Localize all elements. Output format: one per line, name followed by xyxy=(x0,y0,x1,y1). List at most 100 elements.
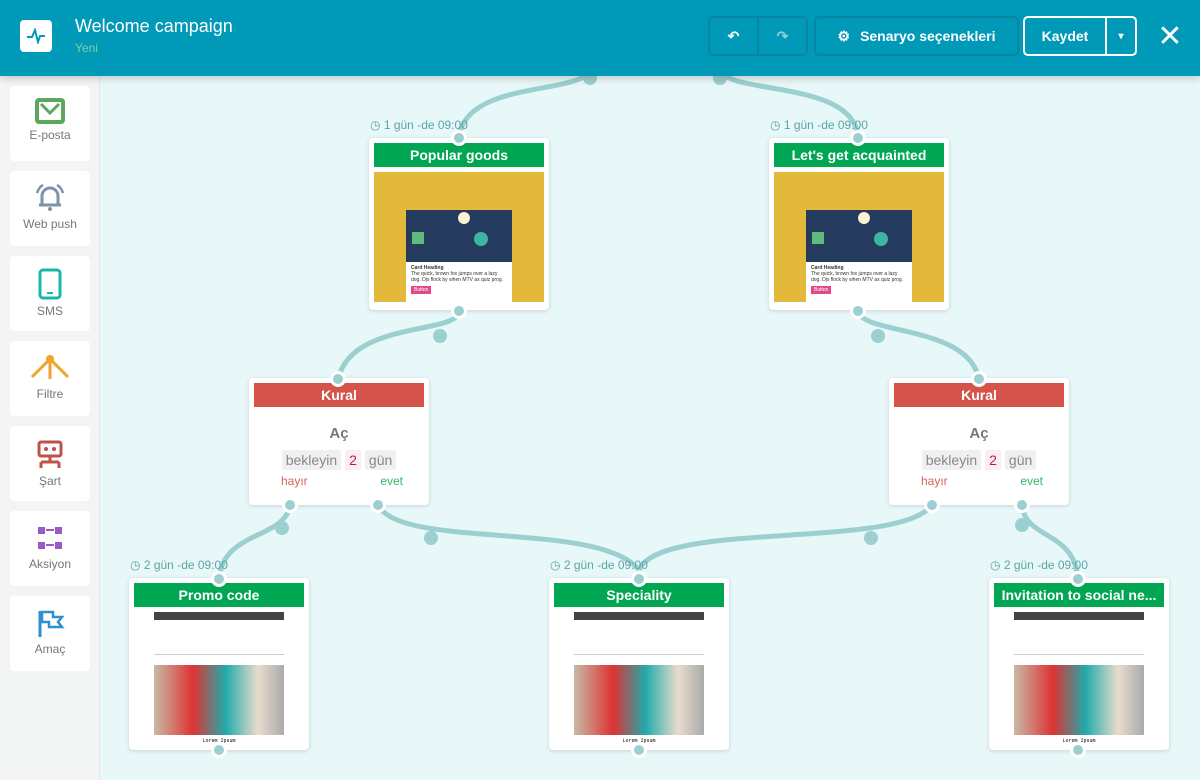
save-label: Kaydet xyxy=(1041,28,1089,44)
node-title: Let's get acquainted xyxy=(774,143,944,167)
input-port[interactable] xyxy=(631,571,647,587)
save-button[interactable]: Kaydet xyxy=(1023,16,1107,56)
card-heading: Card Heading xyxy=(811,265,844,271)
wait-days[interactable]: 2 xyxy=(985,450,1001,470)
email-preview: Lorem Ipsum xyxy=(154,612,284,747)
sidebar-item-label: Web push xyxy=(23,217,77,231)
pulse-logo-icon xyxy=(20,20,52,52)
redo-button[interactable]: ↷ xyxy=(757,16,808,56)
bell-icon xyxy=(35,183,65,211)
sidebar-item-email[interactable]: E-posta xyxy=(10,86,90,161)
schedule-text: 1 gün -de 09:00 xyxy=(383,118,468,132)
input-port[interactable] xyxy=(850,130,866,146)
schedule-label: ◷ 1 gün -de 09:00 xyxy=(770,118,868,132)
output-port[interactable] xyxy=(850,303,866,319)
branch-yes-label: evet xyxy=(380,474,403,488)
clock-icon: ◷ xyxy=(770,118,781,132)
wait-label: bekleyin xyxy=(281,450,342,470)
input-port[interactable] xyxy=(971,371,987,387)
wait-unit: gün xyxy=(364,450,397,470)
input-port[interactable] xyxy=(330,371,346,387)
output-port-yes[interactable] xyxy=(1014,497,1030,513)
sidebar-item-label: SMS xyxy=(36,304,63,318)
output-port-yes[interactable] xyxy=(370,497,386,513)
fashion-photo xyxy=(154,665,284,735)
undo-button[interactable]: ↶ xyxy=(708,16,759,56)
schedule-text: 2 gün -de 09:00 xyxy=(143,558,228,572)
email-footer-text: Lorem Ipsum xyxy=(202,738,236,744)
node-title: Speciality xyxy=(554,583,724,607)
email-preview: Lorem Ipsum xyxy=(574,612,704,747)
card-button: Button xyxy=(411,286,432,294)
sidebar-item-goal[interactable]: Amaç xyxy=(10,596,90,671)
top-bar: Welcome campaign Yeni ↶ ↷ ⚙Senaryo seçen… xyxy=(0,0,1200,76)
schedule-text: 2 gün -de 09:00 xyxy=(563,558,648,572)
email-node-promo-code[interactable]: Promo code Lorem Ipsum xyxy=(129,578,309,750)
card-illustration xyxy=(806,210,912,262)
output-port-no[interactable] xyxy=(282,497,298,513)
schedule-text: 2 gün -de 09:00 xyxy=(1003,558,1088,572)
schedule-label: ◷ 2 gün -de 09:00 xyxy=(550,558,648,572)
output-port-no[interactable] xyxy=(924,497,940,513)
input-port[interactable] xyxy=(1070,571,1086,587)
gear-icon: ⚙ xyxy=(837,27,851,44)
input-port[interactable] xyxy=(451,130,467,146)
chevron-down-icon: ▾ xyxy=(1118,30,1124,42)
filter-branch-icon xyxy=(30,355,70,379)
output-port[interactable] xyxy=(1070,742,1086,758)
action-arrows-icon xyxy=(38,527,62,549)
node-title: Popular goods xyxy=(374,143,544,167)
wait-days[interactable]: 2 xyxy=(345,450,361,470)
branch-no-label: hayır xyxy=(921,474,948,488)
sidebar-item-web-push[interactable]: Web push xyxy=(10,171,90,246)
node-title: Invitation to social ne... xyxy=(994,583,1164,607)
email-footer-text: Lorem Ipsum xyxy=(1062,738,1096,744)
email-preview: Lorem Ipsum xyxy=(1014,612,1144,747)
card-heading: Card Heading xyxy=(411,265,444,271)
wait-unit: gün xyxy=(1004,450,1037,470)
schedule-label: ◷ 2 gün -de 09:00 xyxy=(130,558,228,572)
toolbox-sidebar: E-posta Web push SMS Filtre Şart Aksiyon… xyxy=(0,76,100,780)
email-node-popular-goods[interactable]: Popular goods Card Heading The quick, br… xyxy=(369,138,549,310)
sidebar-item-action[interactable]: Aksiyon xyxy=(10,511,90,586)
sidebar-item-label: E-posta xyxy=(29,128,71,142)
output-port[interactable] xyxy=(451,303,467,319)
schedule-label: ◷ 2 gün -de 09:00 xyxy=(990,558,1088,572)
wait-label: bekleyin xyxy=(921,450,982,470)
clock-icon: ◷ xyxy=(370,118,381,132)
save-dropdown-button[interactable]: ▾ xyxy=(1105,16,1137,56)
clock-icon: ◷ xyxy=(550,558,561,572)
undo-icon: ↶ xyxy=(727,27,740,44)
rule-action: Aç xyxy=(329,425,349,442)
schedule-text: 1 gün -de 09:00 xyxy=(783,118,868,132)
close-button[interactable]: ✕ xyxy=(1150,16,1190,56)
sidebar-item-label: Aksiyon xyxy=(28,557,72,571)
sidebar-item-filter[interactable]: Filtre xyxy=(10,341,90,416)
sidebar-item-sms[interactable]: SMS xyxy=(10,256,90,331)
fashion-photo xyxy=(1014,665,1144,735)
output-port[interactable] xyxy=(211,742,227,758)
sidebar-item-label: Filtre xyxy=(36,387,64,401)
sidebar-item-label: Amaç xyxy=(34,642,66,656)
output-port[interactable] xyxy=(631,742,647,758)
close-icon: ✕ xyxy=(1157,19,1183,53)
input-port[interactable] xyxy=(211,571,227,587)
email-preview: Card Heading The quick, brown fox jumps … xyxy=(374,172,544,302)
node-title: Kural xyxy=(254,383,424,407)
flag-icon xyxy=(38,610,65,637)
scenario-options-button[interactable]: ⚙ Senaryo seçenekleri xyxy=(814,16,1019,56)
card-illustration xyxy=(406,210,512,262)
node-title: Kural xyxy=(894,383,1064,407)
redo-icon: ↷ xyxy=(776,27,789,44)
branch-no-label: hayır xyxy=(281,474,308,488)
sidebar-item-condition[interactable]: Şart xyxy=(10,426,90,501)
email-node-lets-get-acquainted[interactable]: Let's get acquainted Card Heading The qu… xyxy=(769,138,949,310)
email-node-invitation[interactable]: Invitation to social ne... Lorem Ipsum xyxy=(989,578,1169,750)
email-node-speciality[interactable]: Speciality Lorem Ipsum xyxy=(549,578,729,750)
phone-icon xyxy=(38,268,62,300)
scenario-options-label: Senaryo seçenekleri xyxy=(860,28,996,44)
node-title: Promo code xyxy=(134,583,304,607)
